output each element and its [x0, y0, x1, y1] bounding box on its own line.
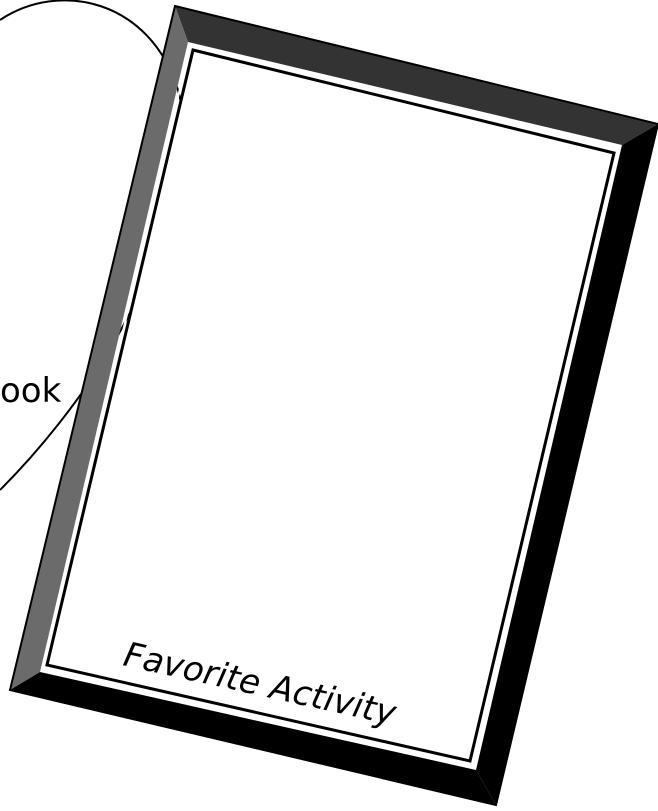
picture-frame: Favorite Activity	[10, 6, 658, 805]
heart-label-partial: ook	[0, 371, 62, 411]
